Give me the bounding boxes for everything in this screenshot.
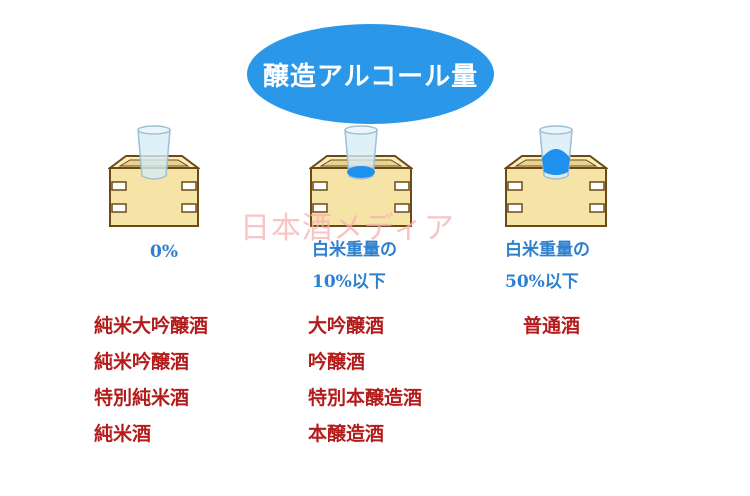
list-item: 本醸造酒 [308, 423, 385, 445]
masu-cup-icon-large-fill [504, 125, 608, 227]
list-item: 特別純米酒 [94, 387, 190, 409]
list-item: 純米吟醸酒 [94, 351, 190, 373]
masu-cup-icon-small-fill [309, 125, 413, 227]
column-3-label-line-2: 50%以下 [505, 272, 579, 292]
column-3-sake-list: 普通酒 [523, 308, 580, 344]
column-2-label-line-1: 白米重量の [312, 240, 397, 260]
column-1-label: 0% [150, 236, 178, 268]
list-item: 大吟醸酒 [308, 315, 385, 337]
column-2-label-line-2: 10%以下 [312, 272, 386, 292]
column-3-label-line-1: 白米重量の [505, 240, 590, 260]
list-item: 吟醸酒 [308, 351, 366, 373]
column-1-label-line-1: 0% [150, 242, 178, 262]
watermark-text: 日本酒メディア [240, 211, 455, 246]
diagram-title: 醸造アルコール量 [262, 61, 479, 92]
title-ellipse: 醸造アルコール量 [247, 24, 494, 124]
list-item: 特別本醸造酒 [308, 387, 423, 409]
list-item: 普通酒 [523, 315, 581, 337]
column-2-sake-list: 大吟醸酒 吟醸酒 特別本醸造酒 本醸造酒 [308, 308, 422, 452]
masu-cup-icon-empty [108, 125, 200, 227]
list-item: 純米大吟醸酒 [94, 315, 209, 337]
column-3-label: 白米重量の 50%以下 [505, 234, 590, 298]
column-1-sake-list: 純米大吟醸酒 純米吟醸酒 特別純米酒 純米酒 [94, 308, 208, 452]
list-item: 純米酒 [94, 423, 152, 445]
column-2-label: 白米重量の 10%以下 [312, 234, 397, 298]
